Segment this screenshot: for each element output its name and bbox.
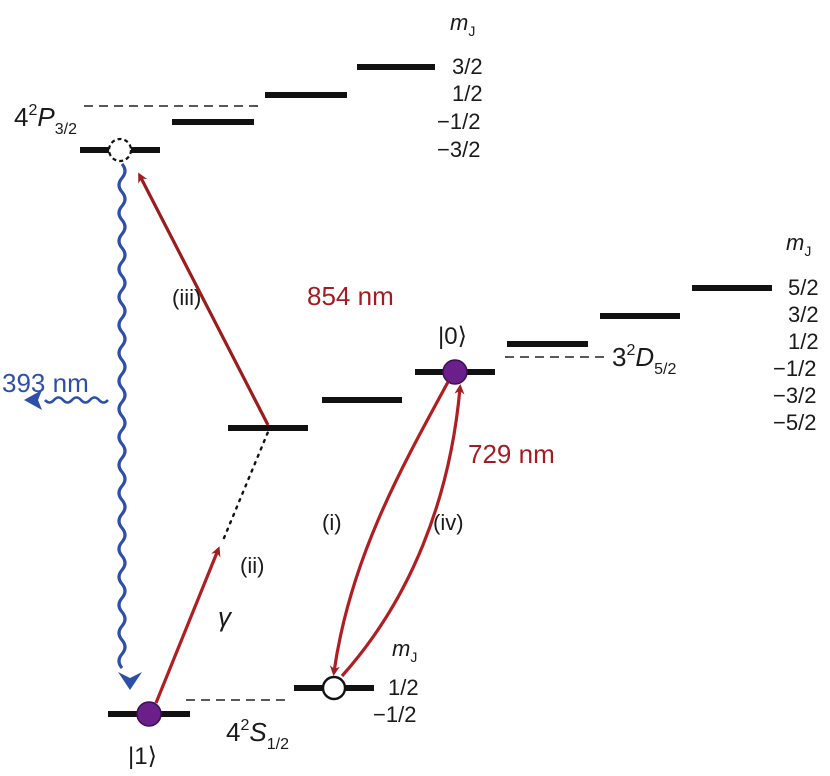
label-ii: (ii) [240, 553, 264, 578]
d52-mj-value-4: −1/2 [773, 356, 816, 381]
p32-mj-value-3: −1/2 [437, 109, 480, 134]
p32-levels [80, 64, 435, 163]
d52-term-label: 32D5/2 [612, 342, 677, 378]
d52-levels [228, 285, 772, 431]
qubit-state-1-dot [136, 701, 162, 727]
arrowhead-393nm-decay [118, 672, 142, 690]
qubit-state-0-dot [442, 359, 468, 385]
s12-mj-value-1: 1/2 [388, 675, 419, 700]
d52-mj-value-1: 5/2 [788, 275, 819, 300]
p32-empty-state [107, 137, 133, 163]
d52-mj-value-2: 3/2 [788, 302, 819, 327]
label-iv: (iv) [433, 510, 464, 535]
label-i: (i) [322, 510, 342, 535]
s12-mj-header: mJ [392, 636, 417, 665]
label-729nm: 729 nm [468, 439, 555, 469]
d52-mj-value-3: 1/2 [788, 329, 819, 354]
p32-mj-header: mJ [450, 10, 475, 39]
arrow-729nm-iv [340, 384, 465, 678]
label-iii: (iii) [172, 285, 201, 310]
wavy-393nm-decay [117, 162, 127, 670]
d52-mj-value-5: −3/2 [773, 383, 816, 408]
p32-mj-value-4: −3/2 [437, 137, 480, 162]
s12-mj-value-2: −1/2 [373, 702, 416, 727]
ket-1: |1⟩ [128, 743, 157, 770]
gamma-dotted-continuation [222, 430, 270, 540]
arrow-854nm [138, 172, 270, 426]
ket-0: |0⟩ [438, 323, 467, 350]
wavy-393nm-emission [44, 396, 109, 404]
label-854nm: 854 nm [307, 281, 394, 311]
p32-mj-value-1: 3/2 [452, 54, 483, 79]
p32-term-label: 42P3/2 [14, 102, 77, 138]
s12-empty-state [321, 675, 347, 701]
d52-mj-header: mJ [786, 230, 811, 259]
s12-levels [108, 675, 374, 727]
p32-mj-value-2: 1/2 [452, 81, 483, 106]
arrowhead-393nm-emission [24, 390, 42, 410]
arrow-729nm-i [329, 381, 450, 676]
arrow-gamma [154, 546, 221, 704]
label-393nm: 393 nm [2, 368, 89, 398]
d52-mj-value-6: −5/2 [773, 410, 816, 435]
s12-term-label: 42S1/2 [226, 717, 289, 753]
label-gamma: γ [218, 602, 233, 632]
